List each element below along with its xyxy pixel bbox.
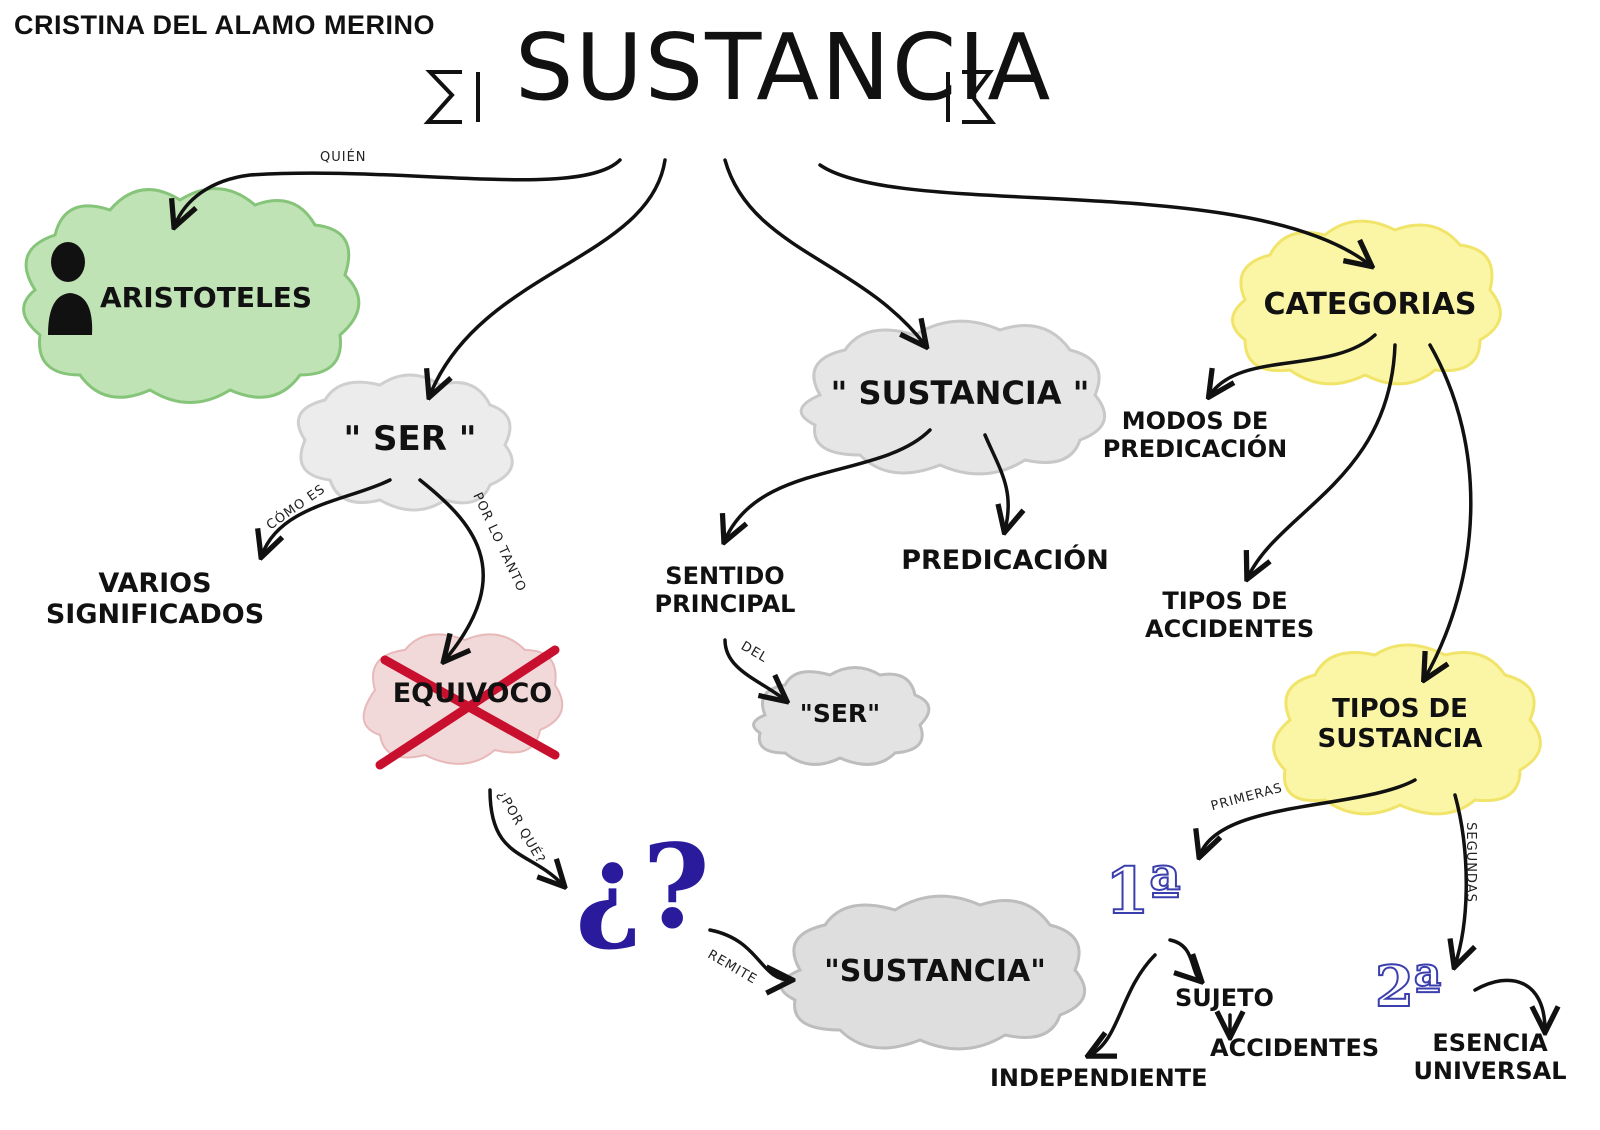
- edge-categorias-tipos-sustancia: [1425, 343, 1473, 678]
- edge-title-categorias: [818, 163, 1370, 265]
- edge-categorias-tipos-accidentes: [1248, 343, 1397, 577]
- edge-segunda-esencia: [1473, 978, 1545, 1030]
- edge-title-ser: [430, 158, 667, 395]
- edge-sustancia-sentido: [725, 428, 932, 540]
- edge-title-sustancia: [723, 158, 925, 345]
- question-marks-icon: ¿?: [575, 820, 710, 955]
- cloud-aristoteles: [22, 187, 361, 404]
- person-icon: [48, 242, 93, 335]
- cloud-ser: [296, 373, 514, 512]
- cloud-tipos-sustancia: [1272, 643, 1542, 816]
- node-primera: 1ª: [1104, 854, 1182, 929]
- node-tipos-sustancia: TIPOS DE SUSTANCIA: [1317, 694, 1483, 754]
- title-bracket-left-icon: [423, 70, 480, 124]
- node-tipos-accidentes: TIPOS DE ACCIDENTES: [1145, 587, 1315, 643]
- node-independiente: INDEPENDIENTE: [990, 1064, 1208, 1092]
- node-equivoco: EQUIVOCO: [392, 678, 553, 709]
- edge-primera-sujeto: [1168, 938, 1200, 980]
- node-modos-predicacion: MODOS DE PREDICACIÓN: [1102, 407, 1288, 463]
- title-bracket-right-icon: [946, 70, 997, 124]
- edge-equivoco-question: [488, 788, 563, 885]
- author-name: CRISTINA DEL ALAMO MERINO: [14, 10, 435, 40]
- edge-title-aristoteles: [175, 158, 622, 225]
- edge-ser-varios: [262, 478, 392, 555]
- edge-question-sustancia: [708, 928, 790, 980]
- edge-ser-equivoco: [418, 478, 485, 660]
- node-accidentes: ACCIDENTES: [1210, 1034, 1380, 1062]
- node-ser-small: "SER": [799, 699, 881, 728]
- node-sustancia-bottom: "SUSTANCIA": [824, 954, 1046, 989]
- edge-label-segundas: SEGUNDAS: [1462, 822, 1478, 903]
- edge-sustancia-predicacion: [983, 433, 1008, 530]
- edge-tipos-segunda: [1455, 793, 1466, 965]
- cloud-sustancia-bottom: [779, 894, 1086, 1051]
- node-varios-significados: VARIOS SIGNIFICADOS: [45, 568, 265, 631]
- node-categorias: CATEGORIAS: [1263, 287, 1477, 322]
- node-sentido-principal: SENTIDO PRINCIPAL: [654, 562, 796, 618]
- cross-out-mark: [375, 645, 560, 770]
- node-esencia-universal: ESENCIA UNIVERSAL: [1413, 1029, 1567, 1085]
- edge-tipos-primera: [1200, 778, 1417, 855]
- node-ser: " SER ": [343, 419, 477, 459]
- edge-categorias-modos: [1210, 333, 1377, 395]
- cloud-ser-small: [752, 666, 931, 766]
- edge-primera-independiente: [1090, 953, 1157, 1055]
- node-sujeto: SUJETO: [1175, 984, 1274, 1012]
- node-aristoteles: ARISTOTELES: [100, 281, 313, 314]
- node-sustancia-mid: " SUSTANCIA ": [830, 374, 1090, 412]
- page-title: SUSTANCIA: [515, 14, 1053, 121]
- cloud-categorias: [1231, 219, 1502, 386]
- edge-sentido-ser: [723, 638, 785, 700]
- edge-label-quien: QUIÉN: [320, 150, 367, 165]
- node-segunda: 2ª: [1374, 954, 1442, 1021]
- node-predicacion: PREDICACIÓN: [901, 545, 1109, 576]
